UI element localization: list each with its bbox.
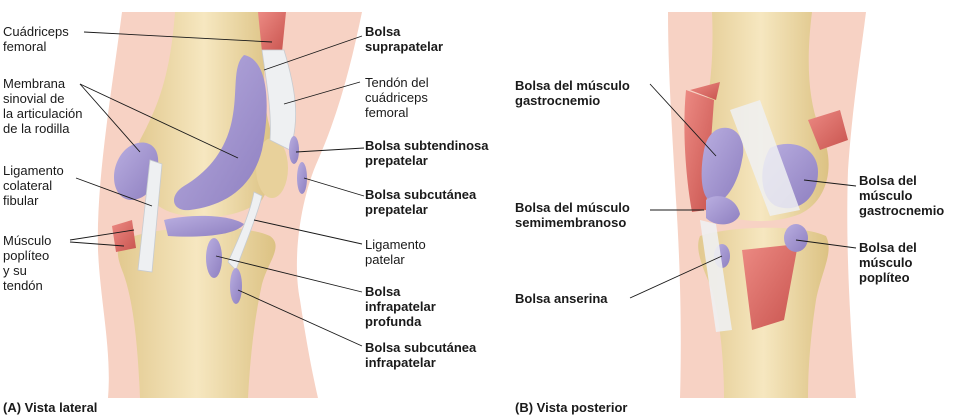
lateral-subcutaneous-infrapatellar-bursa (230, 268, 242, 304)
leader-lines (69, 31, 857, 347)
lateral-view-illustration (97, 12, 362, 398)
caption-vista-posterior: (B) Vista posterior (515, 400, 628, 415)
posterior-popliteus-bursa (784, 224, 808, 252)
lateral-quadriceps (258, 12, 286, 52)
label-bolsa-anserina: Bolsa anserina (515, 291, 608, 306)
posterior-semimembranosus-bursa (706, 196, 740, 225)
lateral-patella (256, 138, 288, 198)
lateral-collateral-ligament (137, 159, 163, 273)
lateral-deep-infrapatellar-bursa (206, 238, 222, 278)
posterior-popliteus (742, 244, 798, 330)
posterior-ligament-lower (700, 220, 732, 332)
caption-vista-lateral: (A) Vista lateral (3, 400, 98, 415)
posterior-gastrocnemius-bursa-left (701, 127, 744, 203)
posterior-gastrocnemius-right (808, 110, 848, 150)
lateral-subtendinous-bursa (289, 136, 299, 164)
posterior-view-illustration (668, 12, 866, 398)
lateral-subcutaneous-prepatellar-bursa (297, 162, 307, 194)
lateral-popliteus (112, 220, 136, 252)
posterior-ligaments (730, 100, 800, 216)
posterior-upper-muscle (690, 82, 720, 100)
lateral-synovial-membrane (173, 55, 267, 211)
lateral-synovial-lower (164, 215, 244, 237)
